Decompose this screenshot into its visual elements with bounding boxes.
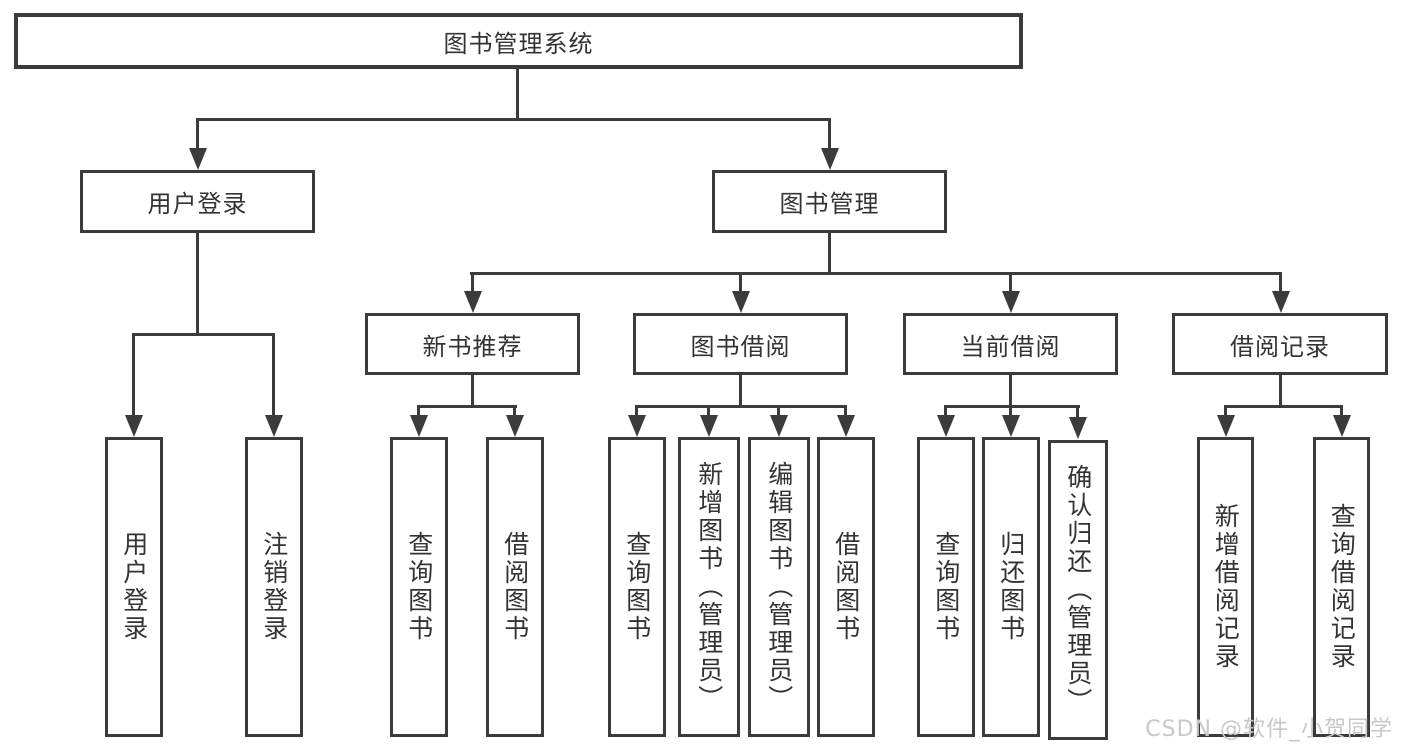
connector-borrow-records-bus <box>1224 405 1343 408</box>
connector-leaf-drop <box>707 405 710 417</box>
connector-book-mgmt-drop <box>828 118 831 150</box>
leaf-query-books-recommend-label: 查询图书 <box>404 531 434 643</box>
leaf-logout-label: 注销登录 <box>259 531 289 643</box>
leaf-query-borrow-record-label: 查询借阅记录 <box>1327 503 1357 671</box>
arrowhead-leaf <box>837 415 855 437</box>
arrowhead-leaf <box>410 415 428 437</box>
arrowhead-login-leaf <box>125 415 143 437</box>
connector-root-stem <box>516 69 519 120</box>
leaf-add-book-admin-label: 新增图书（管理员） <box>694 461 724 713</box>
connector-leaf-drop <box>944 405 947 417</box>
connector-borrow-records-drop <box>1279 272 1282 292</box>
arrowhead-book-borrow <box>732 291 750 313</box>
connector-user-login-drop <box>196 118 199 150</box>
connector-leaf-drop <box>777 405 780 417</box>
arrowhead-new-book <box>464 291 482 313</box>
leaf-add-book-admin: 新增图书（管理员） <box>678 437 740 737</box>
arrowhead-user-login <box>189 148 207 170</box>
arrowhead-leaf <box>937 415 955 437</box>
connector-recommend-stem <box>471 375 474 408</box>
connector-leaf-drop <box>1076 405 1079 417</box>
connector-current-borrow-drop <box>1009 272 1012 292</box>
arrowhead-leaf <box>628 415 646 437</box>
node-book-borrow: 图书借阅 <box>633 313 848 375</box>
node-current-borrow: 当前借阅 <box>903 313 1118 375</box>
arrowhead-leaf <box>770 415 788 437</box>
connector-user-login-bus <box>132 333 275 336</box>
node-book-management: 图书管理 <box>712 170 947 233</box>
arrowhead-leaf <box>1217 415 1235 437</box>
connector-leaf-drop <box>417 405 420 417</box>
leaf-user-login: 用户登录 <box>105 437 163 737</box>
arrowhead-current-borrow <box>1002 291 1020 313</box>
leaf-confirm-return-admin-label: 确认归还（管理员） <box>1063 464 1093 716</box>
connector-book-mgmt-bus <box>470 272 1282 275</box>
connector-logout-leaf-drop <box>272 333 275 415</box>
leaf-add-borrow-record: 新增借阅记录 <box>1197 437 1254 737</box>
connector-leaf-drop <box>1224 405 1227 417</box>
connector-current-borrow-bus <box>944 405 1080 408</box>
leaf-edit-book-admin: 编辑图书（管理员） <box>748 437 810 737</box>
connector-book-mgmt-stem <box>828 233 831 275</box>
leaf-borrow-books: 借阅图书 <box>817 437 875 737</box>
leaf-borrow-books-label: 借阅图书 <box>831 531 861 643</box>
connector-book-borrow-stem <box>739 375 742 408</box>
leaf-return-book-label: 归还图书 <box>996 531 1026 643</box>
leaf-borrow-books-recommend: 借阅图书 <box>486 437 544 737</box>
connector-recommend-bus <box>417 405 517 408</box>
leaf-query-books-recommend: 查询图书 <box>390 437 448 737</box>
connector-leaf-drop <box>844 405 847 417</box>
leaf-query-books-borrow: 查询图书 <box>608 437 666 737</box>
leaf-query-borrow-record: 查询借阅记录 <box>1313 437 1370 737</box>
leaf-add-borrow-record-label: 新增借阅记录 <box>1211 503 1241 671</box>
connector-book-borrow-bus <box>635 405 846 408</box>
leaf-user-login-label: 用户登录 <box>119 531 149 643</box>
csdn-watermark: CSDN @软件_小贺同学 <box>1145 717 1393 742</box>
node-library-management-system: 图书管理系统 <box>14 13 1023 69</box>
arrowhead-leaf <box>506 415 524 437</box>
connector-root-bus <box>196 118 831 121</box>
arrowhead-leaf <box>1333 415 1351 437</box>
connector-login-leaf-drop <box>132 333 135 415</box>
leaf-query-books-borrow-label: 查询图书 <box>622 531 652 643</box>
leaf-edit-book-admin-label: 编辑图书（管理员） <box>764 461 794 713</box>
connector-user-login-stem <box>196 233 199 336</box>
connector-leaf-drop <box>1009 405 1012 417</box>
connector-new-book-drop <box>471 272 474 292</box>
node-borrow-records: 借阅记录 <box>1172 313 1388 375</box>
node-new-book-recommend: 新书推荐 <box>365 313 580 375</box>
arrowhead-leaf <box>1002 415 1020 437</box>
node-user-login: 用户登录 <box>80 170 315 233</box>
leaf-query-books-current-label: 查询图书 <box>931 531 961 643</box>
connector-book-borrow-drop <box>739 272 742 292</box>
leaf-return-book: 归还图书 <box>982 437 1040 737</box>
connector-leaf-drop <box>1340 405 1343 417</box>
arrowhead-leaf <box>700 415 718 437</box>
arrowhead-logout-leaf <box>265 415 283 437</box>
connector-leaf-drop <box>635 405 638 417</box>
leaf-confirm-return-admin: 确认归还（管理员） <box>1048 440 1108 740</box>
connector-leaf-drop <box>513 405 516 417</box>
leaf-logout: 注销登录 <box>245 437 303 737</box>
connector-current-borrow-stem <box>1009 375 1012 408</box>
leaf-query-books-current: 查询图书 <box>917 437 975 737</box>
arrowhead-borrow-records <box>1272 291 1290 313</box>
connector-borrow-records-stem <box>1279 375 1282 408</box>
arrowhead-book-mgmt <box>821 148 839 170</box>
arrowhead-leaf <box>1069 417 1087 439</box>
leaf-borrow-books-recommend-label: 借阅图书 <box>500 531 530 643</box>
